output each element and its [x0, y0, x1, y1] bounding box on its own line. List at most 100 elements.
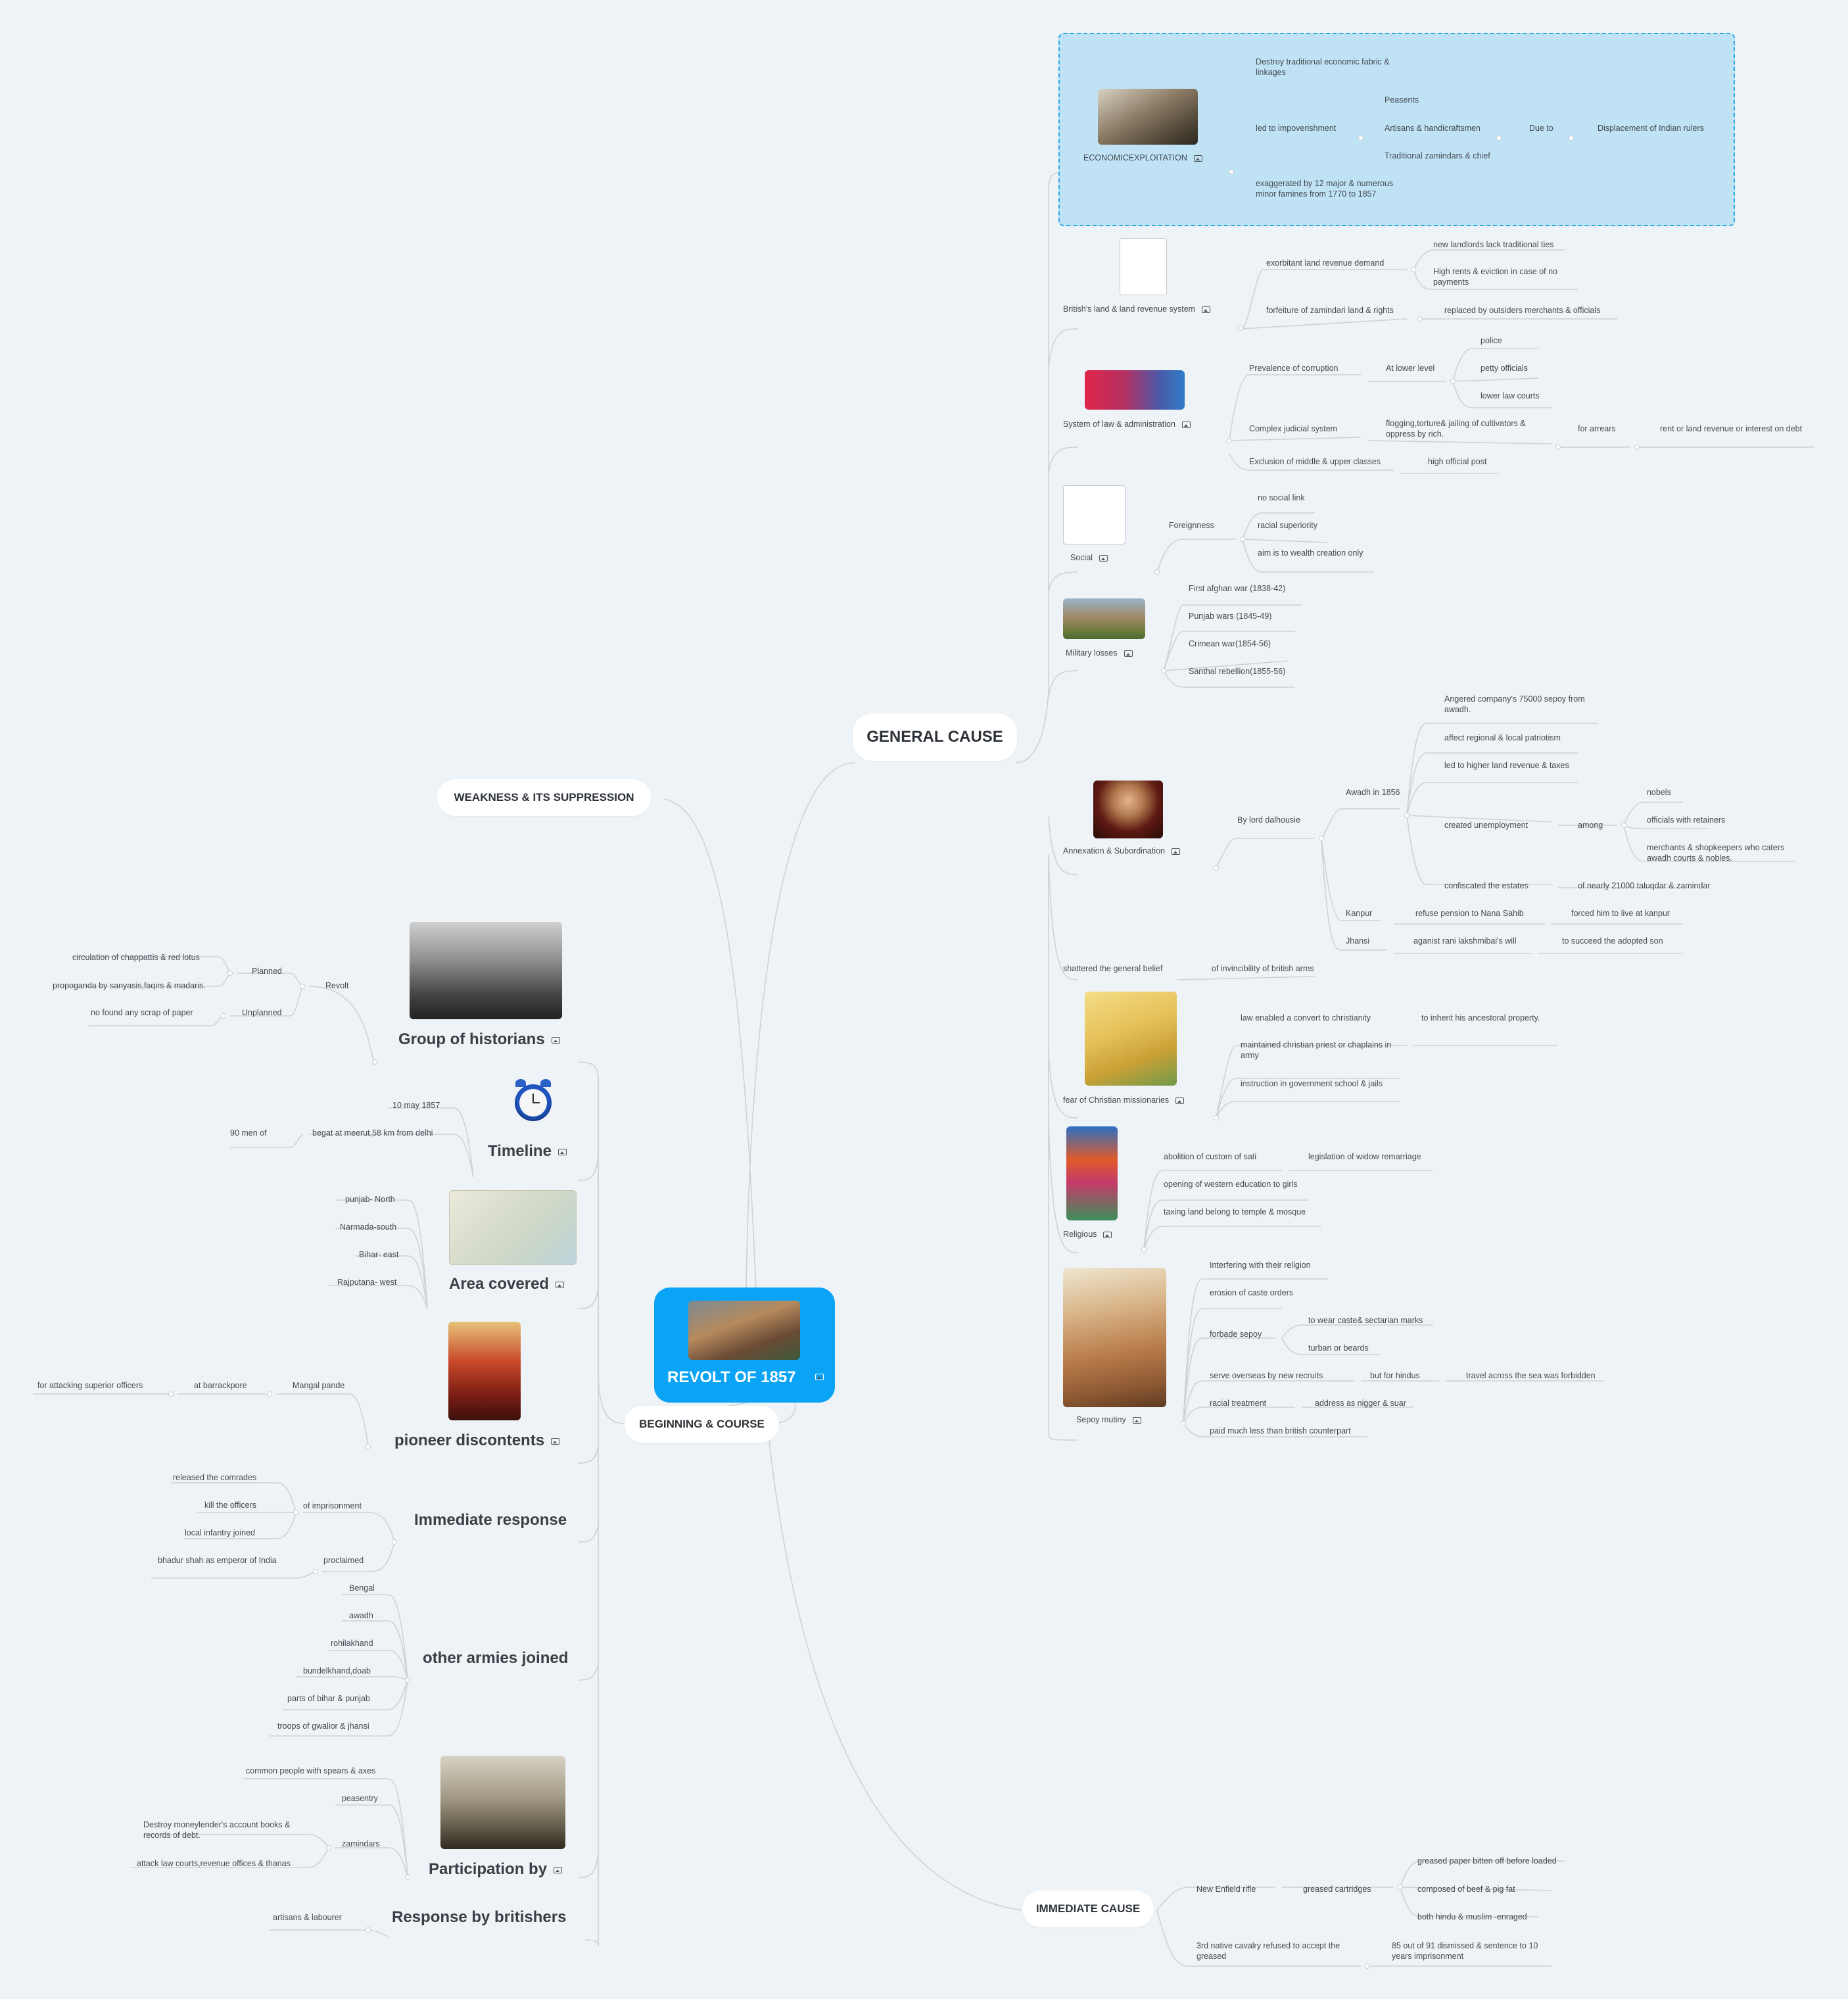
- historians-revolt[interactable]: Revolt: [325, 981, 349, 990]
- sepoy-hindus[interactable]: but for hindus: [1370, 1371, 1420, 1380]
- historians-planned[interactable]: Planned: [252, 967, 282, 976]
- timeline-label[interactable]: Timeline: [488, 1142, 567, 1161]
- armies-item[interactable]: parts of bihar & punjab: [287, 1694, 370, 1703]
- christian-label[interactable]: fear of Christian missionaries: [1063, 1096, 1185, 1106]
- response-infantry[interactable]: local infantry joined: [185, 1528, 256, 1537]
- christian-instruction[interactable]: instruction in government school & jails: [1241, 1079, 1383, 1088]
- sepoy-overseas[interactable]: serve overseas by new recruits: [1210, 1371, 1323, 1380]
- annexation-taluqdar[interactable]: of nearly 21000 taluqdar & zamindar: [1578, 881, 1711, 890]
- military-crimean[interactable]: Crimean war(1854-56): [1189, 639, 1271, 648]
- armies-item[interactable]: troops of gwalior & jhansi: [277, 1722, 369, 1731]
- economic-zamindars[interactable]: Traditional zamindars & chief: [1385, 151, 1490, 160]
- historians-scrap[interactable]: no found any scrap of paper: [91, 1008, 193, 1017]
- belief-invincibility[interactable]: of invincibility of british arms: [1212, 964, 1314, 973]
- armies-item[interactable]: bundelkhand,doab: [303, 1666, 371, 1675]
- law-high-post[interactable]: high official post: [1428, 457, 1487, 466]
- economic-peasents[interactable]: Peasents: [1385, 95, 1419, 105]
- law-lower-level[interactable]: At lower level: [1386, 364, 1435, 373]
- pioneer-barrackpore[interactable]: at barrackpore: [194, 1381, 247, 1390]
- military-afghan[interactable]: First afghan war (1838-42): [1189, 584, 1286, 593]
- religious-label[interactable]: Religious: [1063, 1230, 1112, 1240]
- pioneer-label[interactable]: pioneer discontents: [394, 1432, 560, 1450]
- annexation-forced[interactable]: forced him to live at kanpur: [1571, 909, 1670, 918]
- participation-zamindars[interactable]: zamindars: [342, 1839, 380, 1848]
- annexation-nana[interactable]: refuse pension to Nana Sahib: [1415, 909, 1524, 918]
- economic-label[interactable]: ECONOMICEXPLOITATION: [1083, 153, 1202, 164]
- land-high-rents[interactable]: High rents & eviction in case of no paym…: [1433, 267, 1557, 287]
- social-no-link[interactable]: no social link: [1258, 493, 1305, 502]
- annexation-unemployment[interactable]: created unemployment: [1444, 821, 1528, 830]
- annexation-patriotism[interactable]: affect regional & local patriotism: [1444, 733, 1561, 742]
- law-police[interactable]: police: [1481, 336, 1502, 345]
- annexation-higher[interactable]: led to higher land revenue & taxes: [1444, 761, 1569, 770]
- christian-priest[interactable]: maintained christian priest or chaplains…: [1241, 1040, 1392, 1060]
- branch-general-cause[interactable]: GENERAL CAUSE: [853, 713, 1017, 761]
- sepoy-racial[interactable]: racial treatment: [1210, 1399, 1267, 1408]
- response-bhadur[interactable]: bhadur shah as emperor of India: [158, 1556, 277, 1565]
- timeline-date[interactable]: 10 may 1857: [392, 1101, 440, 1110]
- britishers-artisans[interactable]: artisans & labourer: [273, 1913, 342, 1922]
- armies-item[interactable]: rohilakhand: [331, 1639, 373, 1648]
- law-flogging[interactable]: flogging,torture& jailing of cultivators…: [1386, 419, 1526, 439]
- participation-common[interactable]: common people with spears & axes: [246, 1766, 376, 1775]
- religious-education[interactable]: opening of western education to girls: [1164, 1180, 1298, 1189]
- area-north[interactable]: punjab- North: [345, 1195, 395, 1204]
- christian-inherit[interactable]: to inherit his ancestoral property.: [1421, 1013, 1540, 1023]
- economic-impoverishment[interactable]: led to impoverishment: [1256, 124, 1337, 133]
- historians-chappattis[interactable]: circulation of chappattis & red lotus: [72, 953, 200, 962]
- economic-displacement[interactable]: Displacement of Indian rulers: [1598, 124, 1704, 133]
- land-new-landlords[interactable]: new landlords lack traditional ties: [1433, 240, 1554, 249]
- sepoy-caste-marks[interactable]: to wear caste& sectarian marks: [1308, 1316, 1423, 1325]
- law-courts[interactable]: lower law courts: [1481, 391, 1540, 400]
- area-label[interactable]: Area covered: [449, 1275, 565, 1293]
- historians-propoganda[interactable]: propoganda by sanyasis,faqirs & madaris.: [53, 981, 206, 990]
- immediate-enfield[interactable]: New Enfield rifle: [1196, 1885, 1256, 1894]
- annexation-angered[interactable]: Angered company's 75000 sepoy from awadh…: [1444, 694, 1585, 714]
- response-killed[interactable]: kill the officers: [204, 1501, 256, 1510]
- annexation-kanpur[interactable]: Kanpur: [1346, 909, 1373, 918]
- sepoy-interfering[interactable]: Interfering with their religion: [1210, 1261, 1311, 1270]
- area-west[interactable]: Rajputana- west: [337, 1278, 397, 1287]
- military-label[interactable]: Military losses: [1066, 648, 1133, 659]
- sepoy-erosion[interactable]: erosion of caste orders: [1210, 1288, 1294, 1297]
- britishers-label[interactable]: Response by britishers: [392, 1908, 567, 1926]
- land-label[interactable]: British's land & land revenue system: [1063, 304, 1211, 315]
- timeline-meerut[interactable]: begat at meerut,58 km from delhi: [312, 1128, 433, 1138]
- armies-item[interactable]: awadh: [349, 1611, 373, 1620]
- economic-destroy[interactable]: Destroy traditional economic fabric & li…: [1256, 57, 1390, 77]
- participation-label[interactable]: Participation by: [429, 1860, 563, 1879]
- immediate-cartridges[interactable]: greased cartridges: [1303, 1885, 1371, 1894]
- annexation-awadh[interactable]: Awadh in 1856: [1346, 788, 1400, 797]
- sepoy-turban[interactable]: turban or beards: [1308, 1343, 1369, 1353]
- response-released[interactable]: released the comrades: [173, 1473, 257, 1482]
- social-label[interactable]: Social: [1070, 553, 1108, 564]
- land-exorbitant[interactable]: exorbitant land revenue demand: [1266, 258, 1385, 268]
- sepoy-paid[interactable]: paid much less than british counterpart: [1210, 1426, 1351, 1435]
- annexation-label[interactable]: Annexation & Subordination: [1063, 846, 1180, 857]
- economic-famines[interactable]: exaggerated by 12 major & numerous minor…: [1256, 179, 1394, 199]
- law-arrears[interactable]: for arrears: [1578, 424, 1616, 433]
- law-corruption[interactable]: Prevalence of corruption: [1249, 364, 1339, 373]
- sepoy-nigger[interactable]: address as nigger & suar: [1315, 1399, 1406, 1408]
- annexation-rani[interactable]: aganist rani lakshmibai's will: [1413, 936, 1517, 946]
- response-label[interactable]: Immediate response: [414, 1511, 567, 1529]
- religious-sati[interactable]: abolition of custom of sati: [1164, 1152, 1257, 1161]
- religious-taxing[interactable]: taxing land belong to temple & mosque: [1164, 1207, 1306, 1216]
- military-santhal[interactable]: Santhal rebellion(1855-56): [1189, 667, 1286, 676]
- economic-artisans[interactable]: Artisans & handicraftsmen: [1385, 124, 1481, 133]
- area-east[interactable]: Bihar- east: [359, 1250, 399, 1259]
- branch-immediate-cause[interactable]: IMMEDIATE CAUSE: [1022, 1891, 1154, 1927]
- branch-weakness[interactable]: WEAKNESS & ITS SUPPRESSION: [437, 779, 651, 816]
- immediate-cavalry[interactable]: 3rd native cavalry refused to accept the…: [1196, 1941, 1340, 1961]
- root-node[interactable]: REVOLT OF 1857: [654, 1288, 835, 1403]
- social-racial[interactable]: racial superiority: [1258, 521, 1318, 530]
- annexation-officials[interactable]: officials with retainers: [1647, 815, 1726, 825]
- belief-label[interactable]: shattered the general belief: [1063, 964, 1163, 973]
- law-rent[interactable]: rent or land revenue or interest on debt: [1660, 424, 1803, 433]
- law-judicial[interactable]: Complex judicial system: [1249, 424, 1338, 433]
- immediate-beef[interactable]: composed of beef & pig fat: [1417, 1885, 1515, 1894]
- annexation-dalhousie[interactable]: By lord dalhousie: [1237, 815, 1300, 825]
- annexation-adopted[interactable]: to succeed the adopted son: [1562, 936, 1663, 946]
- pioneer-mangal[interactable]: Mangal pande: [293, 1381, 345, 1390]
- immediate-dismissed[interactable]: 85 out of 91 dismissed & sentence to 10 …: [1392, 1941, 1538, 1961]
